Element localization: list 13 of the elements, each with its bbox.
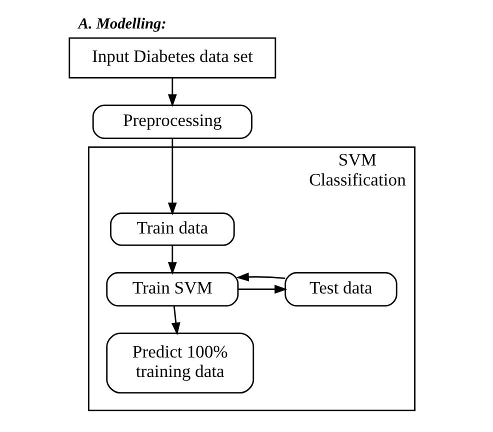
arrow <box>238 284 288 294</box>
arrow <box>171 306 180 336</box>
node-box: Test data <box>284 272 398 306</box>
arrow <box>168 245 177 275</box>
node-box: Preprocessing <box>92 104 252 140</box>
arrow <box>168 78 177 108</box>
arrow <box>236 272 286 282</box>
node-box: Train data <box>110 212 235 246</box>
arrow <box>168 138 177 216</box>
node-box: Input Diabetes data set <box>68 37 276 78</box>
node-box: Predict 100% training data <box>106 332 254 394</box>
node-box: Train SVM <box>106 272 239 306</box>
diagram-title: A. Modelling: <box>78 15 166 32</box>
